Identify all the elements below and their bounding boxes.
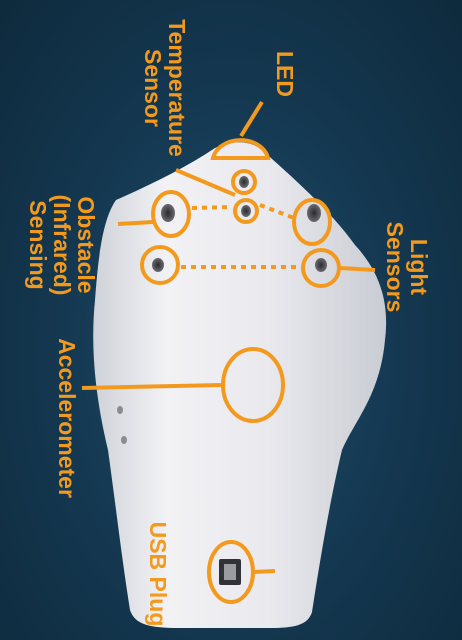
obstacle-sensor-right (307, 204, 321, 222)
side-hole-2 (121, 436, 127, 444)
label-accelerometer: Accelerometer (55, 323, 79, 513)
label-obstacle-sensing: Obstacle (Infrared) Sensing (26, 180, 98, 310)
obstacle-leader-line (118, 222, 153, 224)
side-hole-1 (117, 406, 123, 414)
led-leader-line (241, 102, 262, 136)
usb-leader-line (253, 571, 275, 572)
light-leader-line (340, 268, 375, 270)
temperature-sensor-hole (241, 205, 251, 217)
obstacle-sensor-left (161, 204, 175, 222)
label-light-sensors: Light Sensors (383, 217, 431, 317)
label-temperature-sensor: Temperature Sensor (141, 18, 189, 158)
light-sensor-right (315, 258, 327, 272)
usb-port-inner (224, 564, 236, 580)
led-hole (239, 176, 249, 188)
light-sensor-left (152, 258, 164, 272)
label-led: LED (273, 44, 297, 104)
label-usb-plug: USB Plug (146, 509, 170, 639)
